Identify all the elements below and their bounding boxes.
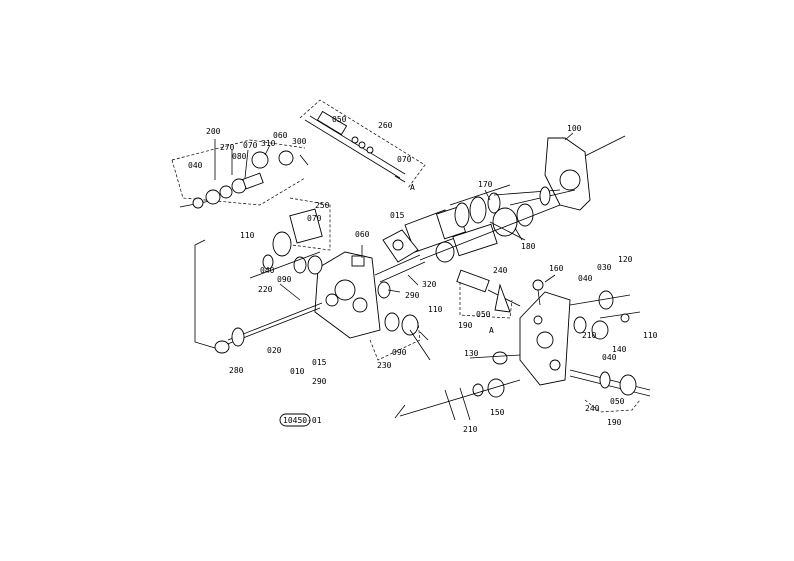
shaft-240-lower — [569, 369, 651, 413]
main-housing — [314, 245, 381, 339]
label-040c: 040 — [578, 274, 593, 283]
label-030: 030 — [597, 263, 612, 272]
label-220: 220 — [258, 285, 273, 294]
bracket-assembly-200 — [171, 139, 306, 209]
label-240b: 240 — [585, 404, 600, 413]
figure-code: 10450-01 — [283, 416, 322, 425]
label-140: 140 — [612, 345, 627, 354]
label-190a: 190 — [458, 321, 473, 330]
label-180: 180 — [521, 242, 536, 251]
center-assembly-060 — [374, 229, 426, 299]
label-210: 210 — [463, 425, 478, 434]
label-050c: 050 — [610, 397, 625, 406]
label-280: 280 — [229, 366, 244, 375]
label-110b: 110 — [428, 305, 443, 314]
label-300: 300 — [292, 137, 307, 146]
label-040a: 040 — [188, 161, 203, 170]
label-060b: 060 — [355, 230, 370, 239]
group-230 — [369, 312, 421, 361]
label-a2: A — [489, 326, 494, 335]
left-side-parts — [249, 197, 331, 279]
label-240a: 240 — [493, 266, 508, 275]
label-080: 080 — [232, 152, 247, 161]
label-170: 170 — [478, 180, 493, 189]
label-a1: A — [410, 183, 415, 192]
label-290a: 290 — [405, 291, 420, 300]
label-290b: 290 — [312, 377, 327, 386]
label-200: 200 — [206, 127, 221, 136]
label-040b: 040 — [260, 266, 275, 275]
label-090b: 090 — [392, 348, 407, 357]
label-250: 250 — [315, 201, 330, 210]
shaft-020 — [194, 239, 323, 354]
right-plate — [519, 290, 641, 386]
label-270: 270 — [220, 143, 235, 152]
label-130: 130 — [464, 349, 479, 358]
label-070a: 070 — [243, 141, 258, 150]
figure-code-box — [279, 413, 311, 427]
label-190b: 190 — [607, 418, 622, 427]
label-100: 100 — [567, 124, 582, 133]
label-120: 120 — [618, 255, 633, 264]
label-310: 310 — [261, 139, 276, 148]
gear-set-180 — [419, 203, 561, 263]
label-150: 150 — [490, 408, 505, 417]
label-070b: 070 — [397, 155, 412, 164]
label-230: 230 — [377, 361, 392, 370]
shaft-260 — [299, 99, 426, 189]
shaft-240-upper — [456, 269, 544, 319]
label-015b: 015 — [312, 358, 327, 367]
label-160: 160 — [549, 264, 564, 273]
label-010: 010 — [290, 367, 305, 376]
label-060a: 060 — [273, 131, 288, 140]
label-110c: 110 — [643, 331, 658, 340]
label-050b: 050 — [476, 310, 491, 319]
label-320: 320 — [422, 280, 437, 289]
label-040d: 040 — [602, 353, 617, 362]
label-110a: 110 — [240, 231, 255, 240]
lower-parts — [394, 351, 521, 421]
label-090a: 090 — [277, 275, 292, 284]
label-070c: 070 — [307, 214, 322, 223]
label-210b: 210 — [582, 331, 597, 340]
cover-100 — [509, 135, 626, 211]
label-260: 260 — [378, 121, 393, 130]
label-050a: 050 — [332, 115, 347, 124]
leader-lines — [264, 132, 574, 361]
part-labels: 200 270 080 070 310 060 300 040 050 260 … — [188, 115, 658, 434]
label-020: 020 — [267, 346, 282, 355]
label-015a: 015 — [390, 211, 405, 220]
